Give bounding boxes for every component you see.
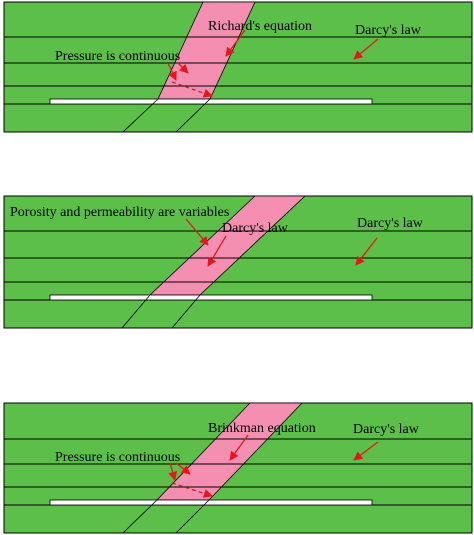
panel-2-matrix-law-label: Darcy's law	[357, 216, 424, 231]
panel-1-fault-traces	[122, 98, 211, 133]
panel-2-diagram: Porosity and permeability are variables …	[3, 195, 473, 329]
panel-2-zone-variables-label: Porosity and permeability are variables	[10, 205, 229, 220]
panel-3-diagram: Brinkman equation Darcy's law Pressure i…	[3, 402, 473, 534]
panel-3-zone-equation-label: Brinkman equation	[208, 421, 316, 436]
panel-3-fault-traces	[122, 499, 210, 534]
panel-3-matrix-law-label: Darcy's law	[353, 422, 420, 437]
panel-1-interface-label: Pressure is continuous	[55, 49, 180, 64]
panel-2-zone-law-label: Darcy's law	[222, 221, 289, 236]
panel-3-interface-label: Pressure is continuous	[55, 450, 180, 465]
panel-1-fracture	[49, 98, 373, 105]
panel-2-fault-traces	[121, 294, 201, 329]
panel-2-fracture	[49, 294, 373, 301]
panel-1-diagram: Richard's equation Darcy's law Pressure …	[3, 1, 473, 133]
panel-1-matrix-law-label: Darcy's law	[355, 23, 422, 38]
panel-3-fracture	[49, 499, 373, 506]
panel-1-zone-equation-label: Richard's equation	[208, 19, 312, 34]
panel-3-arrows	[168, 434, 379, 498]
panel-2-arrows	[185, 218, 378, 267]
panel-1-arrows	[167, 29, 379, 98]
